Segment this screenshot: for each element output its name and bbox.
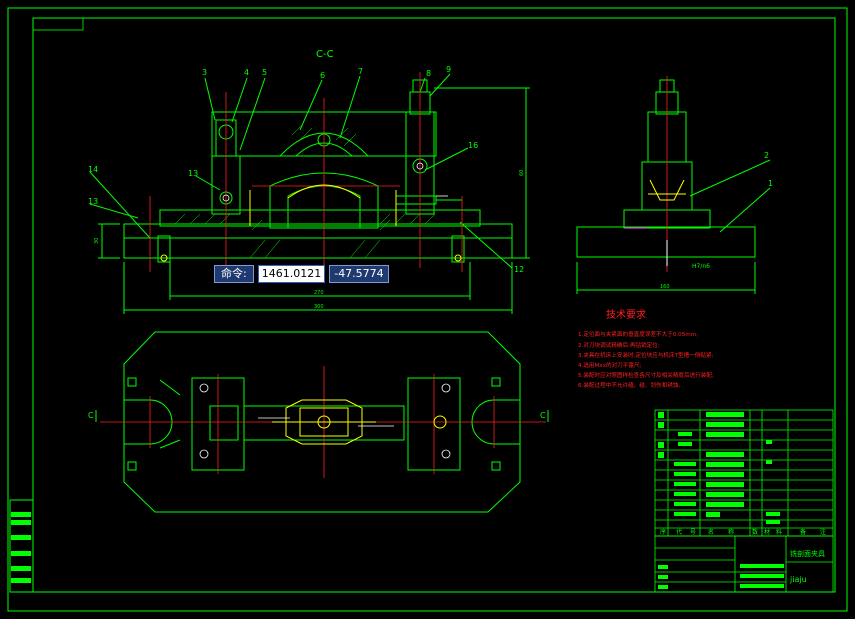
side-part-number: 1 — [768, 179, 773, 188]
part-number: 13 — [88, 197, 98, 206]
section-arrows — [95, 410, 549, 422]
header-col: 料 — [776, 528, 782, 536]
part-number: 3 — [202, 68, 207, 77]
front-centerlines — [149, 72, 463, 272]
part-number: 4 — [244, 68, 249, 77]
plan-yellow-parts — [272, 399, 447, 445]
side-labels: 2 1 H7/n6 160 — [660, 151, 773, 290]
tech-requirements: 技术要求 1.定位面与夹紧面的垂直度误差不大于0.05mm; 2.对刀块调试精确… — [578, 308, 714, 389]
section-mark: C — [540, 411, 546, 420]
command-prompt: 命令: — [214, 265, 254, 283]
section-label: C-C — [316, 49, 334, 60]
header-col: 名 — [708, 528, 714, 536]
fit-label: H7/n6 — [692, 263, 710, 270]
front-white-details — [222, 162, 448, 202]
coordinate-y-input[interactable]: -47.5774 — [329, 265, 389, 283]
plan-white-details — [199, 383, 451, 459]
dim-left: 30 — [94, 238, 100, 244]
title-block-header: 序 代 号 名 称 数 材 料 备 注 — [660, 528, 826, 536]
drawing-frame — [7, 7, 848, 612]
header-col: 备 — [800, 528, 806, 536]
dimension-texts: 60 270 300 30 — [94, 170, 525, 310]
parts-list-fill — [658, 412, 784, 589]
drawing-code: jiaju — [789, 575, 807, 584]
part-number: 6 — [320, 71, 325, 80]
command-line[interactable]: 命令: 1461.0121 -47.5774 — [214, 265, 389, 283]
side-highlights — [648, 179, 686, 266]
part-number: 12 — [514, 265, 524, 274]
parts-list — [654, 409, 834, 593]
tech-item: 1.定位面与夹紧面的垂直度误差不大于0.05mm; — [578, 330, 698, 338]
dim-height: 60 — [519, 170, 525, 176]
part-number: 13 — [188, 169, 198, 178]
section-marks: C C — [88, 411, 546, 420]
tech-item: 5.装配时应对照图样检查各尺寸及相关精度后进行装配; — [578, 371, 714, 379]
dim-side-width: 160 — [660, 284, 670, 290]
part-number: 5 — [262, 68, 267, 77]
part-number: 14 — [88, 165, 98, 174]
drawing-name: 铣剖面夹具 — [790, 549, 825, 558]
tech-item: 6.装配过程中不允许磕、碰、划伤和锈蚀。 — [578, 381, 684, 389]
revision-strip — [9, 499, 34, 593]
tech-item: 2.对刀块调试精确后,再钻销定位; — [578, 341, 660, 349]
header-col: 代 — [676, 528, 682, 536]
side-view — [576, 79, 771, 294]
tech-item: 4.选用Mxx的对刀平塞尺; — [578, 361, 642, 369]
part-number: 7 — [358, 67, 363, 76]
front-highlights — [160, 184, 462, 262]
part-number: 8 — [426, 69, 431, 78]
header-col: 数 — [752, 528, 758, 536]
tech-title: 技术要求 — [606, 308, 646, 321]
side-part-number: 2 — [764, 151, 769, 160]
section-mark: C — [88, 411, 94, 420]
dim-outer-length: 300 — [314, 304, 324, 310]
header-col: 称 — [728, 528, 734, 536]
part-numbers: 3 4 5 6 7 8 9 14 13 13 16 12 — [88, 65, 524, 274]
header-col: 号 — [690, 529, 696, 536]
tech-item: 3.夹具在机床上安装时,定位块应与机床T型槽一侧贴紧; — [578, 351, 714, 359]
header-col: 序 — [660, 528, 666, 536]
header-col: 材 — [764, 528, 770, 536]
dim-inner-length: 270 — [314, 290, 324, 296]
coordinate-x-input[interactable]: 1461.0121 — [257, 265, 326, 283]
part-number: 16 — [468, 141, 478, 150]
part-number: 9 — [446, 65, 451, 74]
header-col: 注 — [820, 528, 826, 536]
